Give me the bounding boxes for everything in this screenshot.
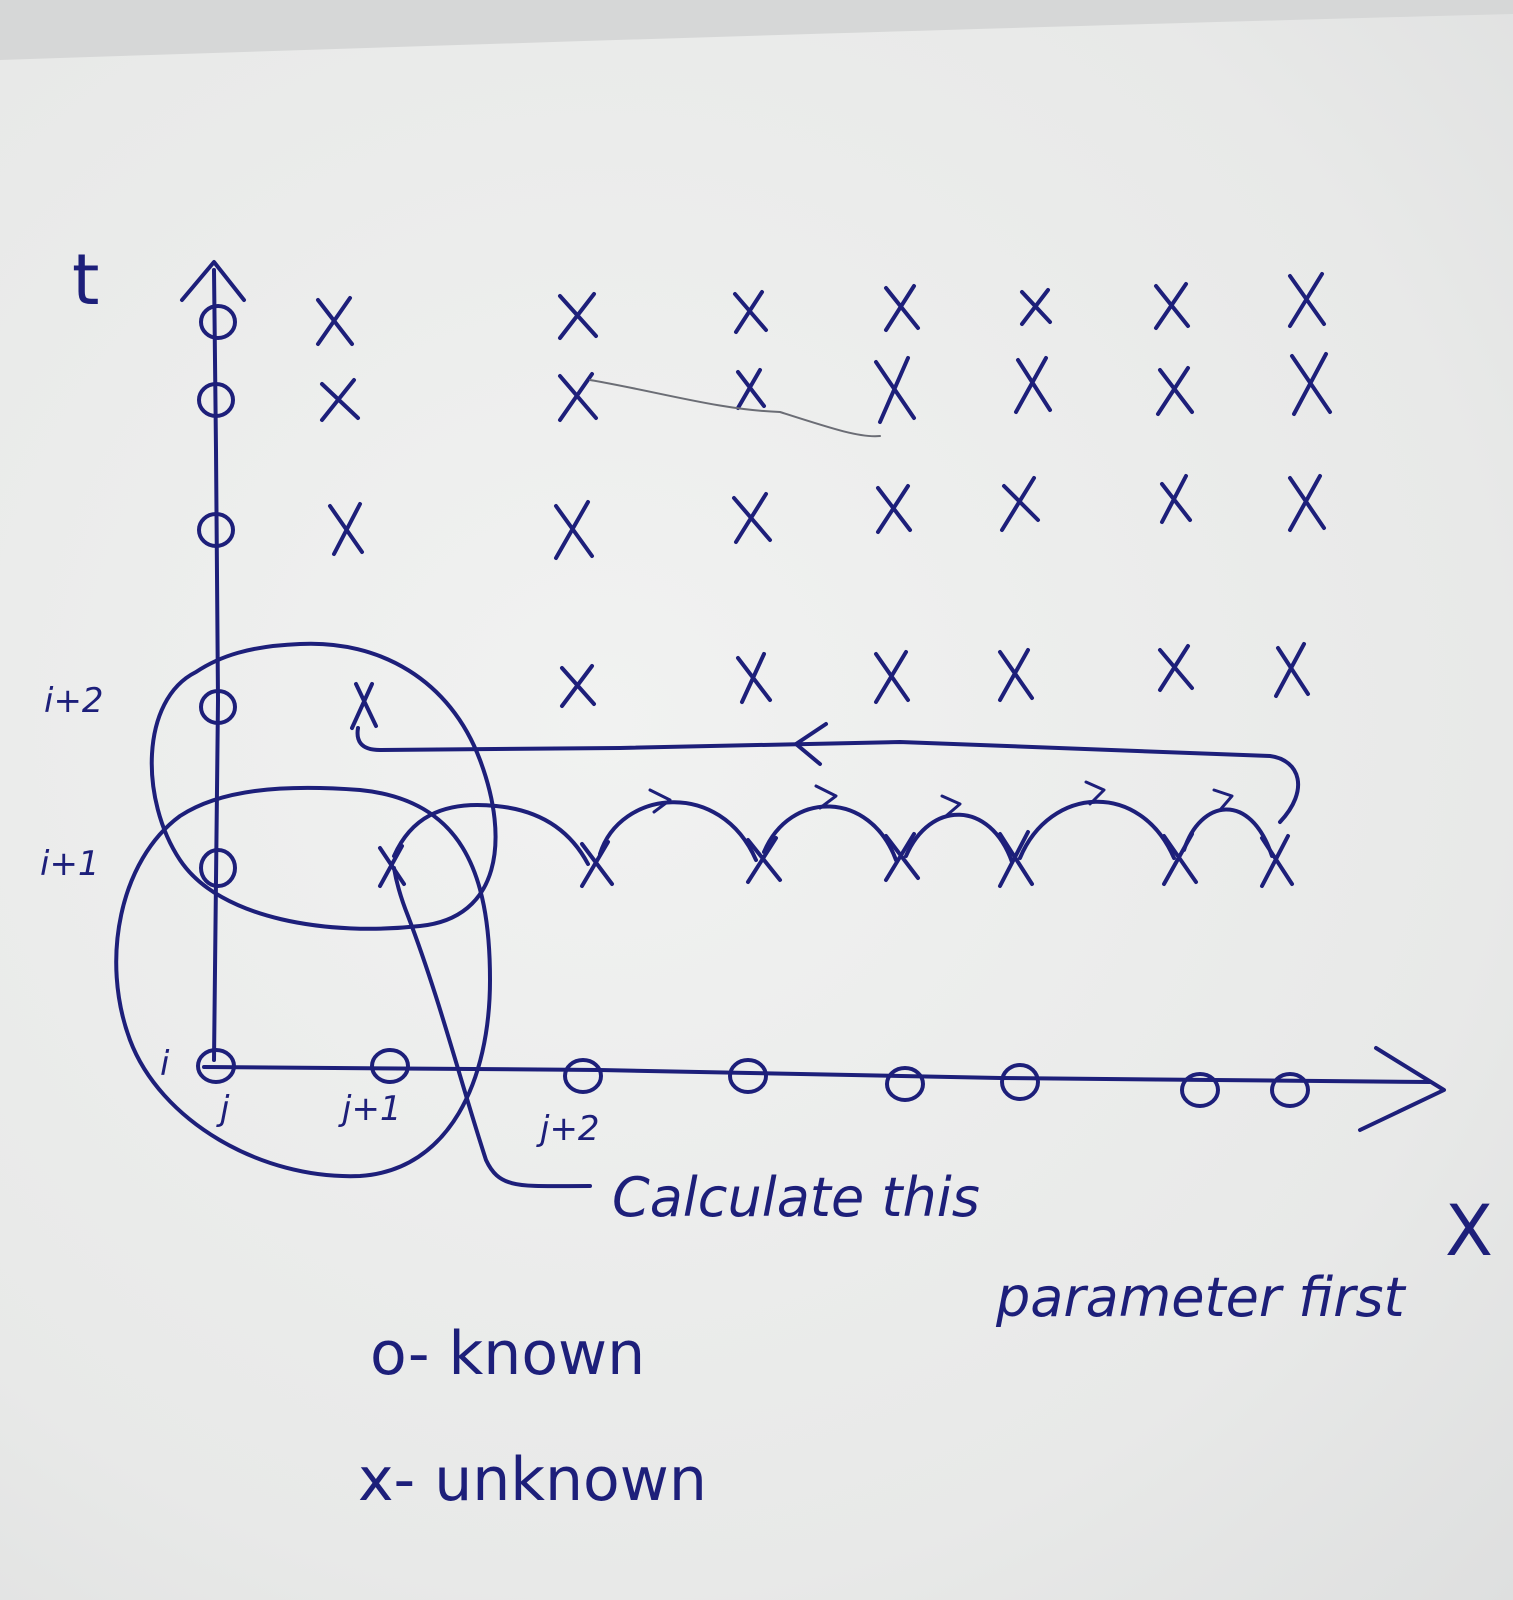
annotation-line-1: Calculate this: [612, 1166, 980, 1229]
sweep-arc-6: [1182, 807, 1274, 858]
unknown-point-r2-c7: [1290, 352, 1332, 416]
unknown-point-r2-c2: [558, 372, 598, 422]
unknown-point-r4-c2: [560, 664, 596, 708]
unknown-point-r2-c4: [874, 356, 916, 424]
unknown-point-r5-c6: [1162, 832, 1198, 886]
x-axis-arrowhead: [1358, 1046, 1446, 1132]
return-arrow-line: [355, 726, 1300, 824]
known-point-t-axis-4: [199, 689, 237, 725]
x-axis-label: X: [1445, 1190, 1493, 1272]
sweep-arc-start: [392, 803, 498, 858]
unknown-point-r5-c3: [746, 836, 782, 884]
known-point-x-axis-6: [1000, 1063, 1040, 1101]
unknown-point-r1-c2: [558, 292, 598, 340]
known-point-x-axis-j: [196, 1048, 236, 1084]
annotation-leader-line: [392, 866, 592, 1189]
known-point-t-axis-5: [199, 848, 237, 888]
unknown-point-r5-c4: [884, 832, 920, 882]
known-point-x-axis-j-plus-2: [563, 1058, 603, 1094]
unknown-point-r2-c3: [736, 368, 766, 410]
unknown-point-r3-c1: [328, 502, 364, 556]
unknown-point-r1-c3: [733, 290, 768, 334]
x-axis-line: [202, 1065, 1432, 1084]
known-point-x-axis-7: [1180, 1072, 1220, 1108]
unknown-point-r4-c5: [998, 648, 1034, 702]
sweep-arrowhead-4: [940, 794, 962, 818]
annotation-line-2: parameter first: [995, 1266, 1406, 1329]
sweep-arc-1: [494, 804, 590, 866]
unknown-point-r3-c5: [1000, 476, 1040, 532]
known-point-t-axis-2: [197, 382, 235, 418]
unknown-point-r3-c3: [732, 492, 772, 544]
known-point-x-axis-4: [728, 1058, 768, 1094]
t-axis-line: [212, 268, 220, 1062]
row-label-i-plus-1: i+1: [40, 844, 100, 884]
column-label-j: j: [216, 1089, 230, 1129]
unknown-point-r1-c5: [1020, 288, 1052, 326]
column-label-j-plus-2: j+2: [536, 1109, 600, 1149]
legend-unknown: x- unknown: [358, 1445, 707, 1515]
known-point-x-axis-8: [1270, 1072, 1310, 1108]
unknown-point-r2-c1: [320, 378, 360, 422]
unknown-point-r5-c5: [998, 830, 1034, 888]
column-label-j-plus-1: j+1: [338, 1089, 402, 1129]
sweep-arrowhead-3: [814, 784, 838, 810]
unknown-point-r3-c2: [554, 500, 594, 560]
unknown-point-r4-c3: [736, 652, 772, 704]
unknown-point-r4-c6: [1158, 644, 1194, 692]
row-label-i: i: [160, 1044, 170, 1084]
unknown-point-r3-c4: [876, 484, 912, 534]
paper-edge-shadow: [0, 0, 1513, 60]
legend-known: o- known: [370, 1319, 645, 1389]
known-point-t-axis-3: [197, 512, 235, 548]
unknown-point-r2-c5: [1014, 356, 1052, 414]
t-axis-arrowhead: [180, 260, 246, 302]
stencil-ellipse-lower: [114, 785, 492, 1179]
sweep-arc-4: [904, 812, 1014, 864]
row-label-i-plus-2: i+2: [44, 681, 104, 721]
unknown-point-r4-c4: [874, 650, 910, 704]
sweep-arc-5: [1018, 799, 1176, 860]
sweep-arrowhead-6: [1212, 788, 1234, 812]
unknown-point-r1-c4: [884, 284, 920, 332]
known-point-t-axis-1: [199, 304, 237, 340]
stencil-ellipse-upper: [149, 641, 498, 931]
return-arrowhead: [794, 722, 828, 766]
sweep-arc-3: [762, 804, 898, 862]
sweep-arrowhead-5: [1084, 780, 1106, 806]
unknown-point-r4-c1: [350, 682, 378, 730]
sweep-arrowhead-2: [648, 788, 672, 814]
unknown-point-r4-c7: [1274, 642, 1310, 698]
unknown-point-r1-c1: [316, 296, 354, 346]
unknown-point-r3-c6: [1160, 474, 1192, 524]
unknown-point-r2-c6: [1156, 366, 1194, 416]
known-point-x-axis-5: [885, 1066, 925, 1102]
unknown-point-r1-c7: [1288, 272, 1326, 328]
unknown-point-r1-c6: [1154, 282, 1190, 330]
unknown-point-r3-c7: [1288, 474, 1326, 532]
pencil-stroke: [589, 379, 881, 438]
known-point-x-axis-j-plus-1: [370, 1048, 410, 1084]
sweep-arc-2: [598, 800, 758, 862]
t-axis-label: t: [72, 239, 99, 321]
unknown-point-r5-c1: [378, 844, 406, 888]
